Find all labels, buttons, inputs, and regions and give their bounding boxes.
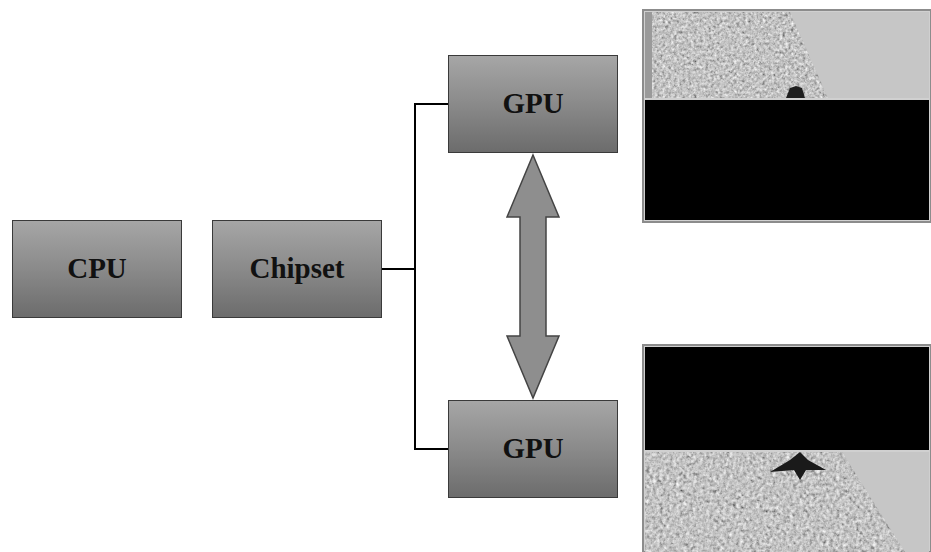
frame-border xyxy=(643,10,931,222)
aerial-photo xyxy=(645,452,929,552)
bottom-frame-image xyxy=(643,345,931,552)
box-label: GPU xyxy=(502,88,563,120)
blank-half xyxy=(645,100,929,220)
process-box: GPU xyxy=(448,400,618,498)
aircraft-shadow xyxy=(786,86,805,98)
aerial-photo xyxy=(645,12,929,98)
water-area xyxy=(790,12,929,98)
process-box: GPU xyxy=(448,55,618,153)
process-box: Chipset xyxy=(212,220,382,318)
double-block-arrow xyxy=(507,155,559,398)
bus-line xyxy=(382,269,448,449)
bus-line xyxy=(382,104,448,269)
water-area xyxy=(842,452,929,552)
top-frame-image xyxy=(643,10,931,222)
box-label: GPU xyxy=(502,433,563,465)
aircraft-shape xyxy=(770,452,826,480)
box-label: CPU xyxy=(67,253,127,285)
blank-half xyxy=(645,347,929,450)
photo-edge-strip xyxy=(645,12,652,98)
box-label: Chipset xyxy=(249,253,344,285)
process-box: CPU xyxy=(12,220,182,318)
frame-border xyxy=(643,345,931,552)
